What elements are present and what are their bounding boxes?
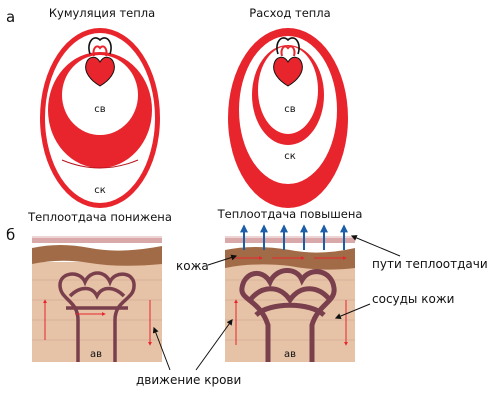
panel-a-letter: а [6, 8, 15, 26]
core-label-left: св [94, 104, 105, 115]
skin-vessels [58, 271, 136, 362]
arteriovenous-label-right: ав [284, 349, 296, 360]
callout-blood-flow: движение крови [136, 319, 241, 387]
skin-layer [32, 245, 162, 266]
tissue-block [32, 262, 162, 362]
shell-label-left: ск [94, 185, 106, 196]
circulation-left-title: Кумуляция тепла [49, 6, 155, 20]
heart-icon [273, 37, 303, 87]
skin-vessels [239, 268, 337, 362]
callout-skin-label: кожа [176, 259, 209, 273]
core-label-right: св [284, 104, 295, 115]
heart-icon [85, 37, 115, 87]
skin-left-title: Теплоотдача понижена [27, 210, 172, 224]
skin-section-reduced: Теплоотдача понижена ав [27, 210, 172, 362]
heat-loss-arrows [240, 224, 348, 250]
skin-right-title: Теплоотдача повышена [217, 207, 363, 221]
circulation-heat-expenditure: Расход тепла св ск [228, 6, 348, 208]
epidermis-layer [32, 236, 162, 243]
epidermis-layer [225, 236, 355, 243]
callout-heat-paths: пути теплоотдачи [350, 235, 488, 271]
circulation-heat-accumulation: Кумуляция тепла св ск [40, 6, 160, 208]
callout-skin-vessels-label: сосуды кожи [372, 292, 454, 306]
panel-b-letter: б [6, 226, 15, 244]
skin-section-increased: Теплоотдача повышена [217, 207, 363, 362]
callout-skin-vessels: сосуды кожи [334, 292, 454, 319]
callout-heat-paths-label: пути теплоотдачи [372, 257, 488, 271]
circulation-right-title: Расход тепла [249, 6, 330, 20]
callout-blood-flow-label: движение крови [136, 373, 241, 387]
shell-label-right: ск [284, 151, 296, 162]
arteriovenous-label-left: ав [90, 349, 102, 360]
callout-skin: кожа [176, 254, 238, 273]
